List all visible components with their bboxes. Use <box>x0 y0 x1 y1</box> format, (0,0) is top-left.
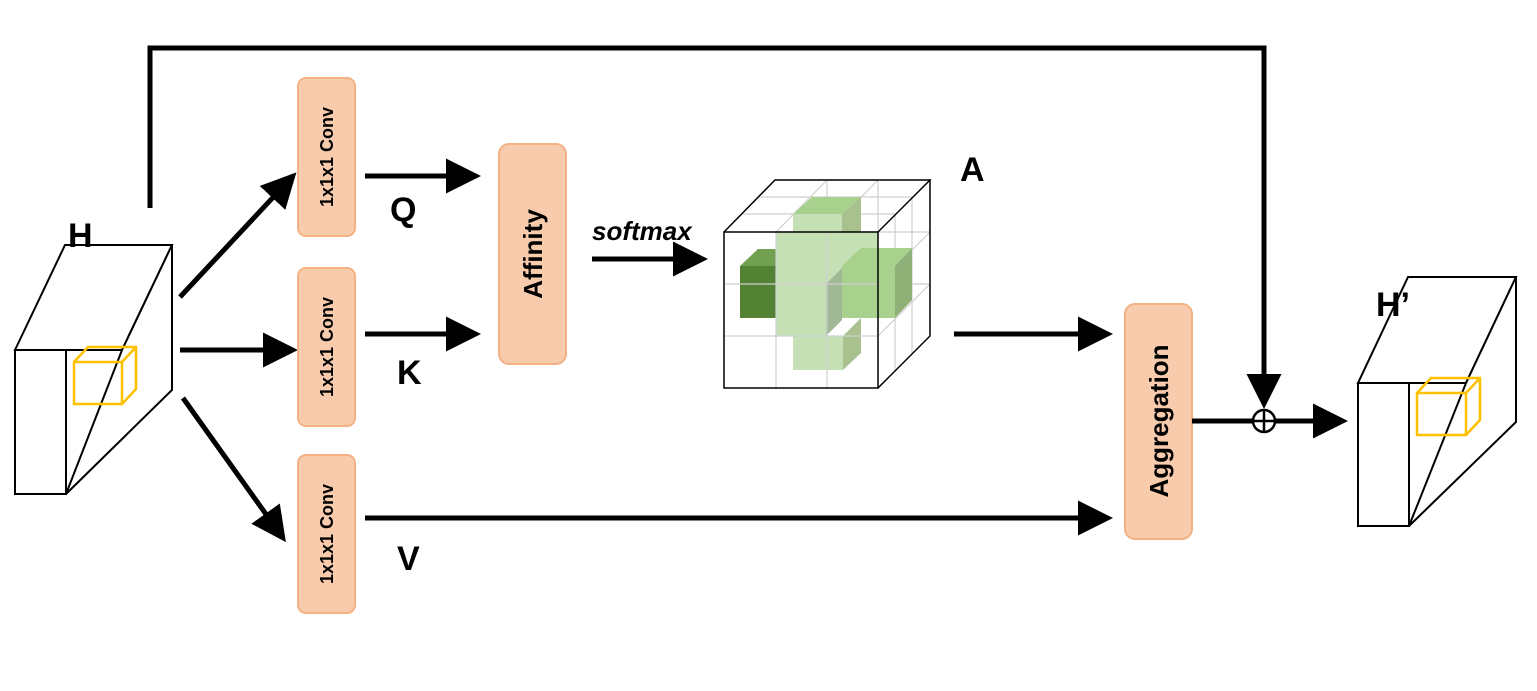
circle-plus-icon <box>1251 408 1277 434</box>
output-feature-map <box>1356 276 1518 527</box>
input-feature-map <box>13 244 174 495</box>
q-label: Q <box>390 191 416 229</box>
output-voxel-icon <box>1415 376 1482 437</box>
k-label: K <box>397 354 422 392</box>
conv-block-k: 1x1x1 Conv <box>297 267 356 427</box>
output-label: H’ <box>1376 286 1410 324</box>
svg-text:1x1x1 Conv: 1x1x1 Conv <box>317 484 337 584</box>
arrow-to-conv-q <box>178 172 297 299</box>
input-label: H <box>68 217 93 255</box>
v-label: V <box>397 540 420 578</box>
affinity-block: Affinity <box>498 143 567 365</box>
conv-block-v: 1x1x1 Conv <box>297 454 356 614</box>
affinity-map-cube <box>723 179 932 389</box>
svg-text:Aggregation: Aggregation <box>1144 344 1174 497</box>
svg-text:1x1x1 Conv: 1x1x1 Conv <box>317 297 337 397</box>
a-label: A <box>960 151 985 189</box>
svg-text:Affinity: Affinity <box>518 209 548 299</box>
skip-connection-arrow <box>147 45 1282 409</box>
svg-text:1x1x1 Conv: 1x1x1 Conv <box>317 107 337 207</box>
arrow-to-conv-v <box>180 396 286 543</box>
softmax-label: softmax <box>592 216 693 246</box>
input-voxel-icon <box>72 345 138 406</box>
aggregation-block: Aggregation <box>1124 303 1193 540</box>
conv-block-q: 1x1x1 Conv <box>297 77 356 237</box>
